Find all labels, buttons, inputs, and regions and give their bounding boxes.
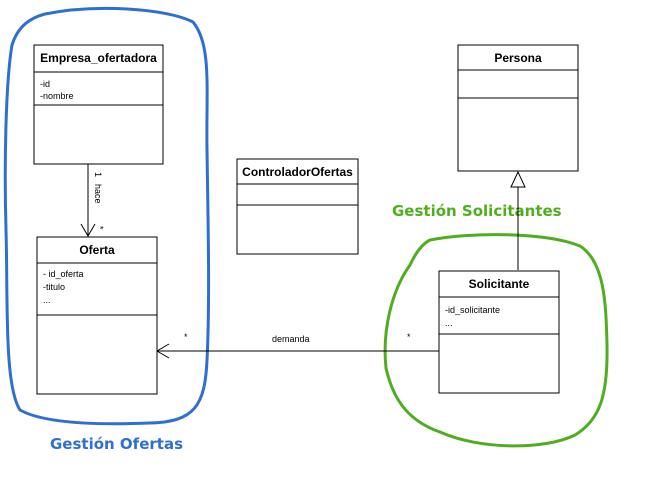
- class-name: Solicitante: [469, 277, 530, 291]
- demanda-target-multiplicity: *: [184, 332, 188, 342]
- hace-label: hace: [93, 184, 103, 204]
- attribute: ...: [445, 318, 453, 328]
- class-solicitante: Solicitante -id_solicitante ...: [438, 270, 560, 394]
- class-name: Oferta: [79, 243, 115, 257]
- class-name: Empresa_ofertadora: [40, 51, 157, 65]
- gestion-solicitantes-outline: [383, 233, 609, 448]
- gestion-ofertas-title: Gestión Ofertas: [50, 435, 183, 453]
- hace-association: 1 hace *: [80, 164, 105, 237]
- class-name: Persona: [494, 51, 542, 65]
- demanda-source-multiplicity: *: [407, 332, 411, 342]
- class-empresa-ofertadora: Empresa_ofertadora -id -nombre: [33, 44, 164, 165]
- attribute: -titulo: [43, 282, 65, 292]
- attribute: -nombre: [40, 91, 74, 101]
- class-controlador-ofertas: ControladorOfertas: [236, 158, 359, 255]
- hace-target-multiplicity: *: [95, 226, 105, 230]
- class-persona: Persona: [457, 44, 579, 172]
- hace-source-multiplicity: 1: [93, 172, 103, 177]
- class-oferta: Oferta - id_oferta -titulo ...: [36, 236, 158, 395]
- attribute: - id_oferta: [43, 269, 84, 279]
- demanda-label: demanda: [272, 334, 310, 344]
- attribute: -id: [40, 79, 50, 89]
- attribute: ...: [43, 295, 51, 305]
- gestion-solicitantes-title: Gestión Solicitantes: [392, 202, 562, 220]
- generalization-solicitante-persona: [510, 170, 526, 270]
- gestion-ofertas-outline: [3, 6, 211, 426]
- attribute: -id_solicitante: [445, 305, 500, 315]
- class-name: ControladorOfertas: [242, 165, 353, 179]
- demanda-association: * demanda *: [156, 332, 439, 359]
